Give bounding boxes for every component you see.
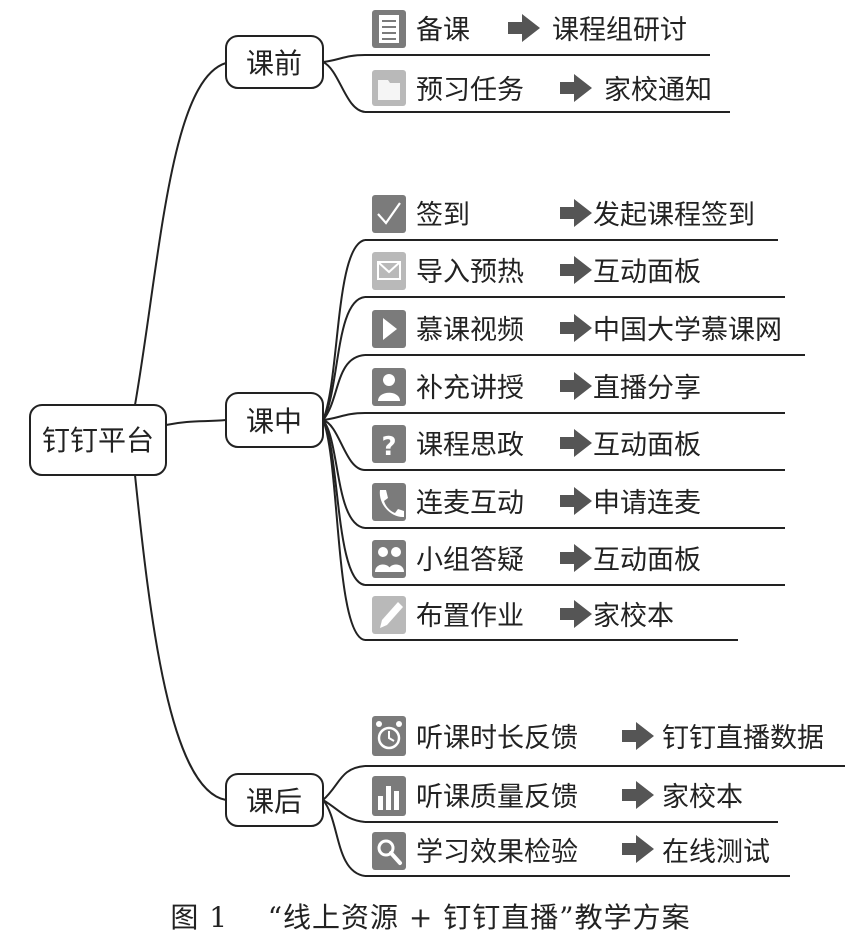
group-icon (372, 540, 406, 578)
item-label: 连麦互动 (416, 488, 524, 519)
in-branch-curve-4 (322, 412, 366, 421)
post-branch-curve-2 (322, 799, 366, 823)
in-item-3: 慕课视频 中国大学慕课网 (365, 310, 805, 356)
phase-node-in: 课中 (225, 392, 324, 448)
in-branch-curve-2 (322, 296, 366, 421)
item-target: 直播分享 (593, 373, 701, 404)
phone-icon (372, 483, 406, 521)
item-label: 听课质量反馈 (416, 782, 578, 813)
post-item-1: 听课时长反馈 钉钉直播数据 (365, 716, 845, 767)
item-target: 申请连麦 (593, 488, 701, 519)
mind-map: 钉钉平台 课前 课中 课后 备课 课程组研讨 (29, 10, 845, 877)
arrow-icon (622, 835, 654, 863)
item-label: 签到 (416, 200, 470, 231)
figure-title: “线上资源 + 钉钉直播”教学方案 (267, 901, 691, 934)
in-item-8: 布置作业 家校本 (365, 596, 738, 641)
in-item-2: 导入预热 互动面板 (365, 252, 785, 298)
arrow-icon (560, 199, 592, 227)
item-target: 钉钉直播数据 (662, 723, 824, 754)
item-label: 学习效果检验 (416, 837, 578, 868)
root-node: 钉钉平台 (29, 404, 167, 476)
root-to-pre-curve (134, 62, 227, 406)
item-label: 预习任务 (416, 75, 524, 106)
item-label: 课程思政 (416, 430, 524, 461)
item-target: 互动面板 (593, 430, 701, 461)
phase-label-pre: 课前 (246, 47, 302, 80)
in-item-6: 连麦互动 申请连麦 (365, 483, 785, 529)
arrow-icon (560, 544, 592, 572)
item-target: 家校本 (662, 782, 743, 813)
question-icon: ? (372, 425, 406, 463)
pre-branch-curve-1 (322, 54, 366, 63)
arrow-icon (560, 600, 592, 628)
checkmark-icon (372, 195, 406, 233)
post-branch-curve-1 (322, 765, 366, 801)
arrow-icon (560, 256, 592, 284)
item-target: 互动面板 (593, 257, 701, 288)
item-target: 在线测试 (662, 837, 770, 868)
arrow-icon (508, 14, 540, 42)
pre-branch-curve-2 (322, 61, 366, 113)
folder-icon (372, 70, 406, 106)
root-to-in-curve (165, 419, 227, 426)
arrow-icon (622, 722, 654, 750)
arrow-icon (560, 487, 592, 515)
envelope-icon (372, 252, 406, 290)
item-target: 家校通知 (604, 75, 712, 106)
play-icon (372, 310, 406, 348)
item-target: 中国大学慕课网 (593, 315, 782, 346)
in-branch-curve-3 (322, 354, 366, 421)
phase-node-post: 课后 (225, 773, 324, 827)
pencil-icon (372, 596, 406, 634)
item-label: 听课时长反馈 (416, 723, 578, 754)
person-icon (372, 368, 406, 406)
post-item-3: 学习效果检验 在线测试 (365, 832, 790, 877)
phase-node-pre: 课前 (225, 35, 324, 89)
alarm-clock-icon (372, 716, 406, 756)
in-item-1: 签到 发起课程签到 (365, 195, 778, 241)
phase-label-in: 课中 (246, 405, 302, 438)
item-target: 课程组研讨 (552, 15, 687, 46)
post-item-2: 听课质量反馈 家校本 (365, 776, 778, 823)
item-label: 补充讲授 (416, 373, 524, 404)
in-item-4: 补充讲授 直播分享 (365, 368, 785, 414)
phase-label-post: 课后 (246, 785, 302, 818)
in-item-7: 小组答疑 互动面板 (365, 540, 785, 586)
arrow-icon (560, 74, 592, 102)
figure-caption: 图 1 “线上资源 + 钉钉直播”教学方案 (0, 896, 861, 936)
pre-item-2: 预习任务 家校通知 (365, 70, 730, 113)
arrow-icon (560, 314, 592, 342)
in-branch-curve-8 (322, 419, 366, 641)
figure-number: 图 1 (170, 901, 229, 934)
item-label: 小组答疑 (416, 545, 524, 576)
root-to-post-curve (134, 474, 227, 801)
item-label: 导入预热 (416, 257, 524, 288)
in-branch-curve-5 (322, 419, 366, 471)
item-label: 备课 (416, 15, 470, 46)
arrow-icon (560, 372, 592, 400)
in-branch-curve-6 (322, 419, 366, 529)
magnifier-icon (372, 832, 406, 870)
pre-item-1: 备课 课程组研讨 (365, 10, 710, 56)
item-target: 家校本 (593, 601, 674, 632)
in-item-5: ? 课程思政 互动面板 (365, 425, 785, 471)
bar-chart-icon (372, 776, 406, 816)
item-label: 慕课视频 (416, 315, 524, 346)
root-label: 钉钉平台 (42, 424, 154, 457)
notepad-icon (372, 10, 406, 48)
arrow-icon (560, 429, 592, 457)
in-branch-curve-1 (322, 239, 366, 421)
svg-text:?: ? (381, 432, 396, 462)
arrow-icon (622, 781, 654, 809)
item-label: 布置作业 (416, 601, 524, 632)
item-target: 发起课程签到 (593, 200, 755, 231)
post-branch-curve-3 (322, 799, 366, 877)
item-target: 互动面板 (593, 545, 701, 576)
